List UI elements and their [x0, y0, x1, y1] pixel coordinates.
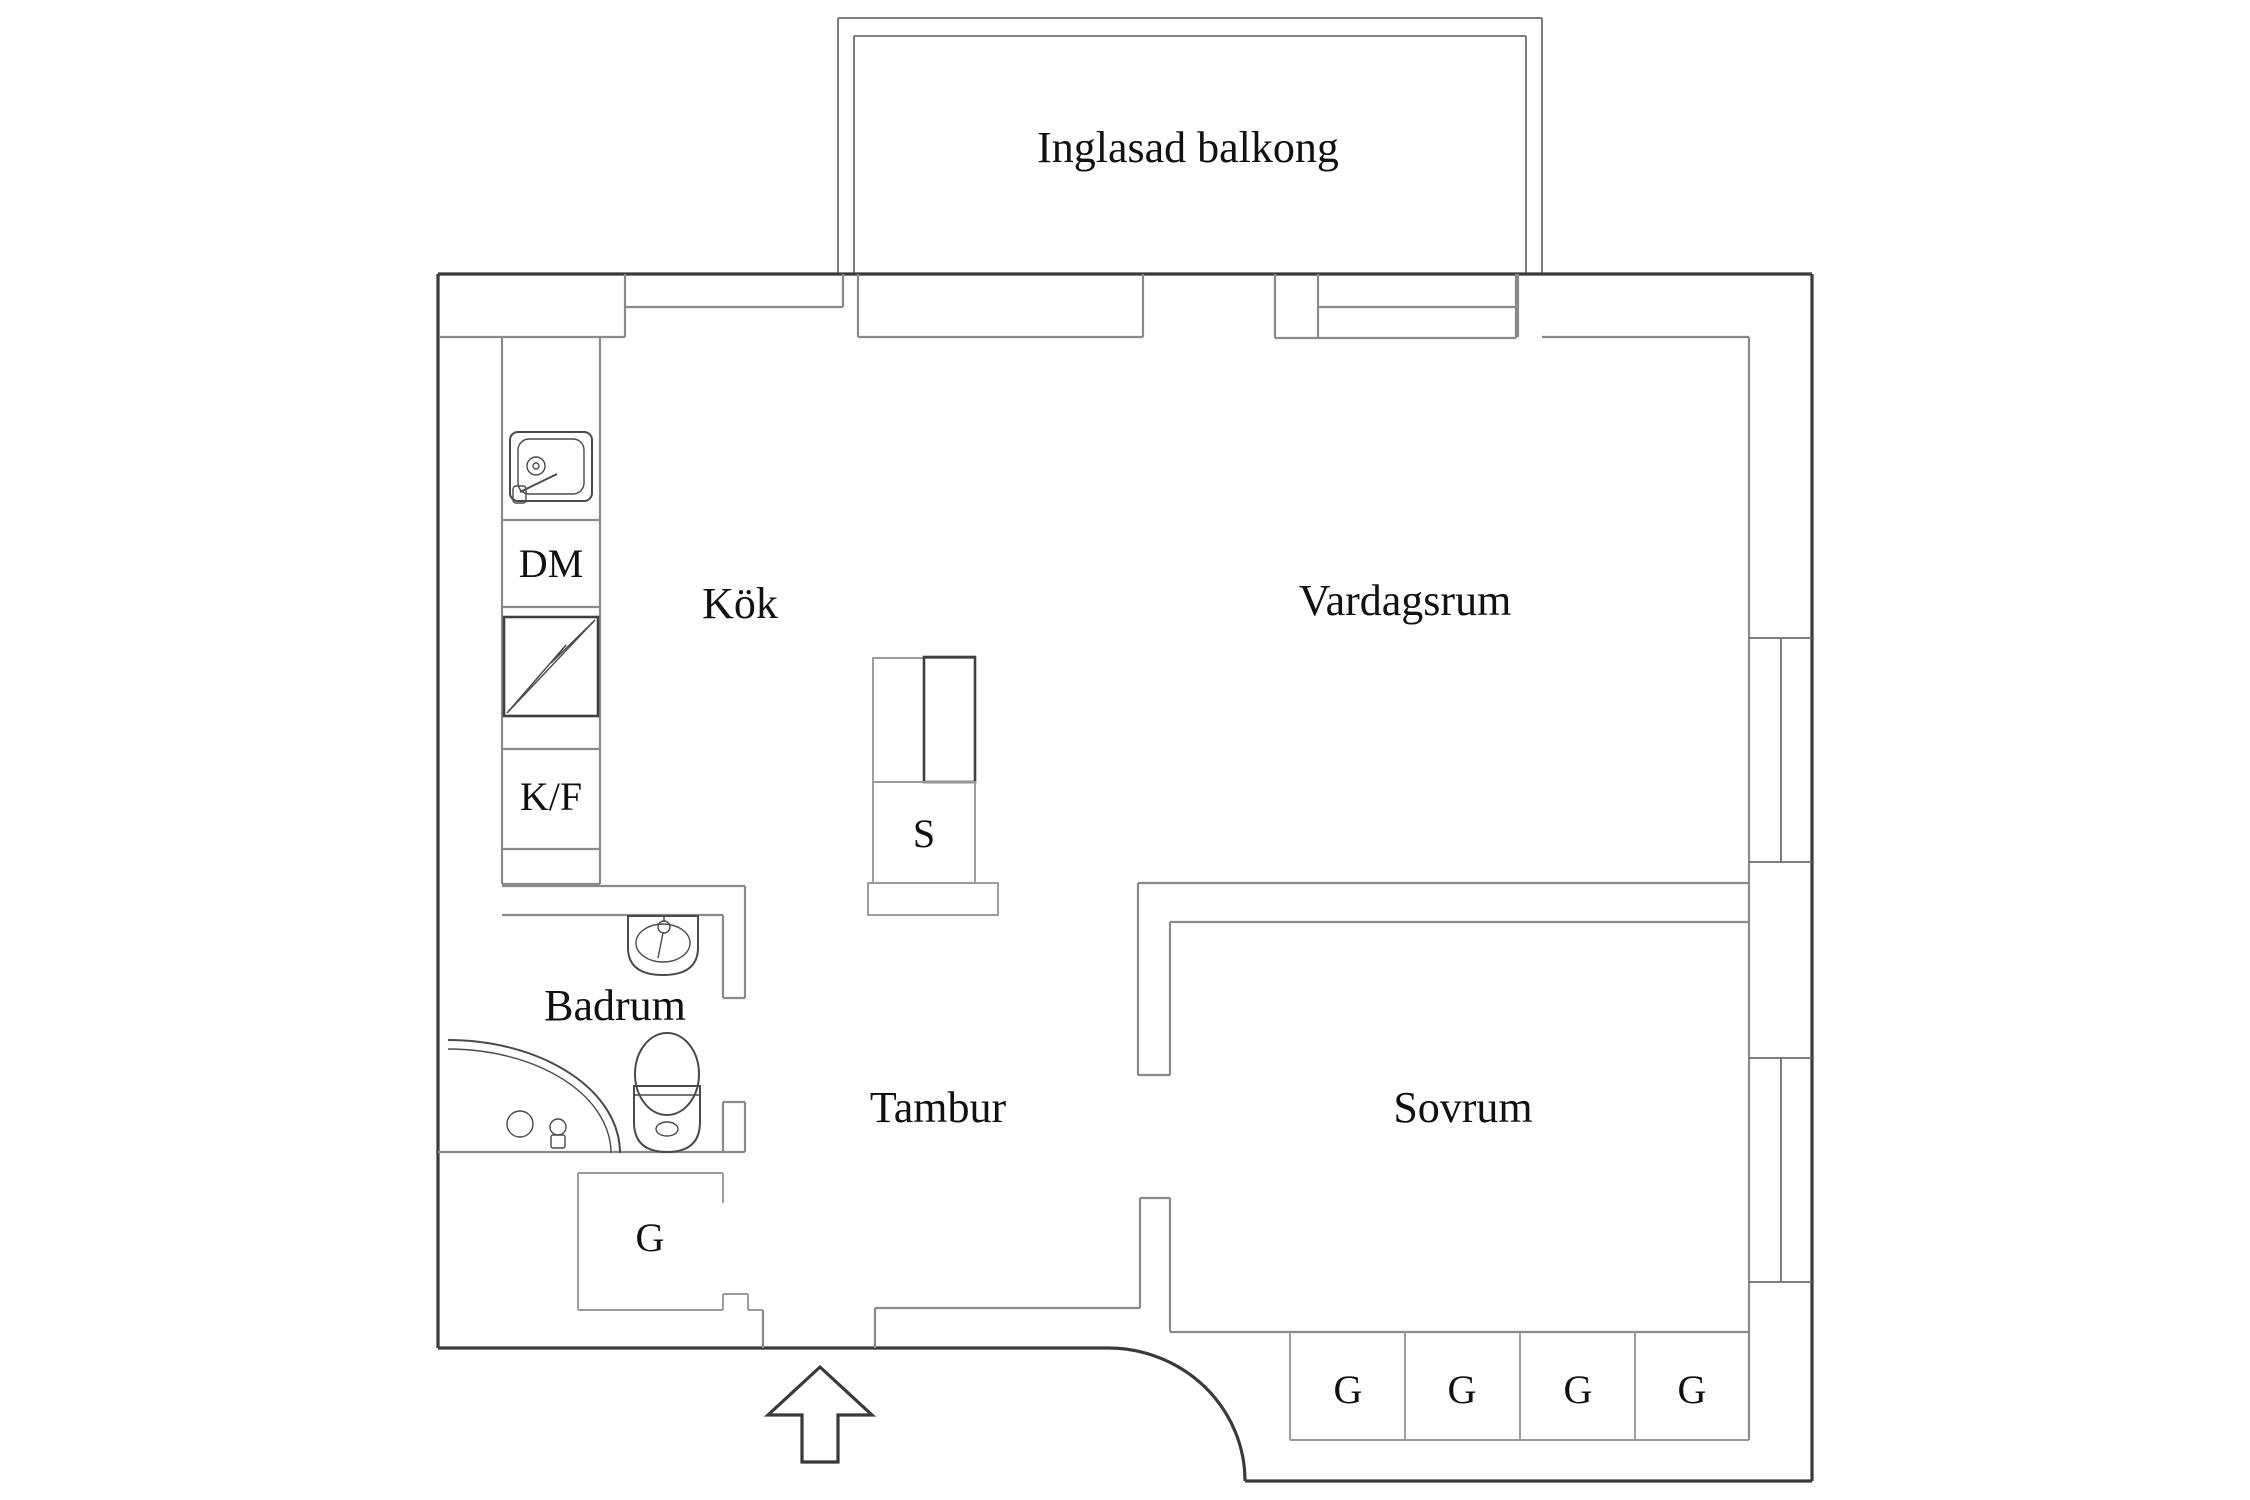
kitchen-window [625, 274, 845, 309]
kitchen-label: Kök [702, 579, 778, 628]
shower-icon [447, 1039, 621, 1154]
floor-drain-icon [506, 1110, 534, 1138]
outer-walls [436, 272, 1814, 1483]
closet-base [867, 882, 999, 916]
wardrobe-row [1289, 1332, 1749, 1441]
curved-wall [1107, 1346, 1247, 1482]
closet-door [922, 655, 977, 784]
bedroom-walls [1136, 881, 1749, 1334]
wardrobe-label: G [1678, 1367, 1707, 1412]
appliance-labels: DM K/F [519, 541, 583, 819]
stove-icon [502, 615, 600, 718]
dishwasher-label: DM [519, 541, 583, 586]
entrance-arrow-icon [763, 1364, 877, 1464]
bathroom-label: Badrum [544, 981, 686, 1030]
hall-closet [577, 1172, 763, 1311]
bedroom-label: Sovrum [1393, 1083, 1532, 1132]
top-wall-details [440, 274, 1751, 1440]
room-labels: Inglasad balkong Kök Vardagsrum Sovrum T… [544, 123, 1533, 1132]
living-room-label: Vardagsrum [1299, 576, 1512, 625]
window-bedroom [1749, 1057, 1812, 1283]
balcony-label: Inglasad balkong [1037, 123, 1339, 172]
cleaning-closet [867, 655, 999, 916]
hall-closet-label: G [636, 1215, 665, 1260]
toilet-icon [633, 1032, 701, 1154]
hallway-label: Tambur [870, 1083, 1007, 1132]
entrance-walls [761, 1306, 1140, 1348]
living-room-north-window [1318, 274, 1518, 340]
balcony-walls [837, 17, 1543, 274]
kitchen-counter [500, 337, 602, 886]
closet-labels: S G G G G G [636, 811, 1707, 1412]
fridge-freezer-label: K/F [520, 774, 582, 819]
wardrobe-label: G [1448, 1367, 1477, 1412]
cleaning-closet-label: S [913, 811, 935, 856]
wardrobe-label: G [1564, 1367, 1593, 1412]
wardrobe-label: G [1334, 1367, 1363, 1412]
wall-pier [1273, 274, 1320, 340]
sink-icon [509, 431, 593, 504]
bathroom-walls [438, 884, 747, 1154]
washbasin-icon [627, 915, 699, 977]
window-living-room [1749, 637, 1812, 863]
